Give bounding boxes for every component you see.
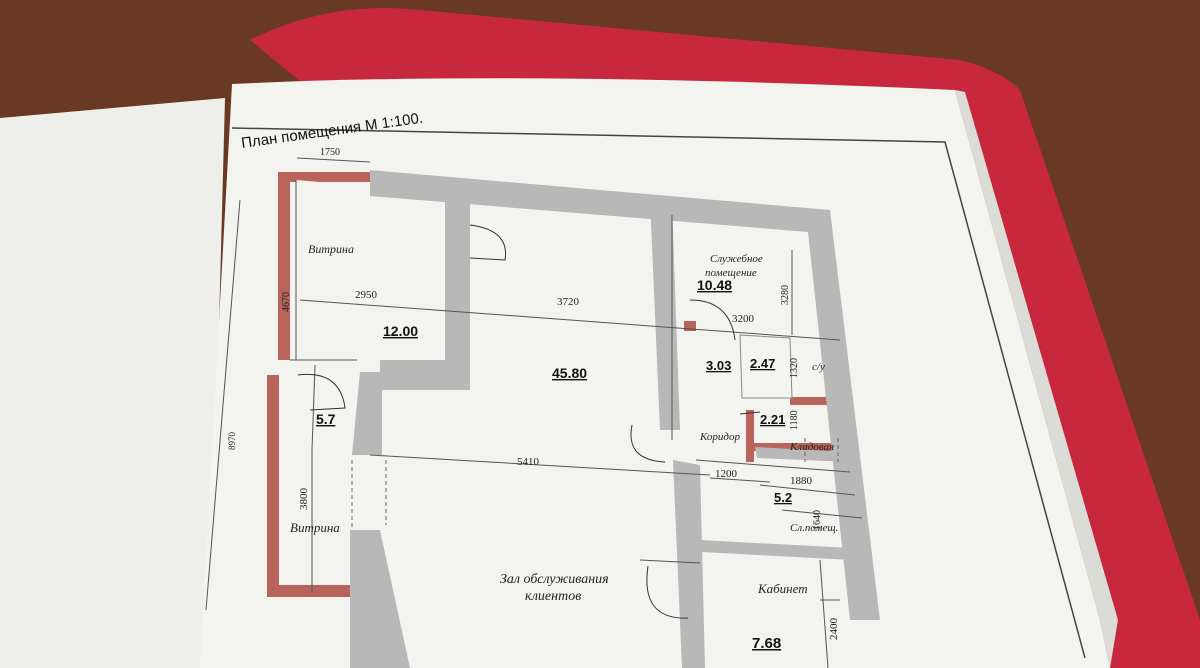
area-45-80: 45.80 [552, 365, 587, 381]
dim-3280: 3280 [780, 285, 791, 305]
area-10-48: 10.48 [697, 277, 732, 293]
area-2-47: 2.47 [750, 356, 775, 371]
dim-1320: 1320 [789, 358, 800, 378]
page-edge [955, 90, 1118, 668]
dim-1880: 1880 [790, 475, 813, 487]
door-swings [297, 224, 761, 619]
area-5-7: 5.7 [316, 411, 336, 427]
room-label-vitrina-bottom: Витрина [290, 520, 340, 535]
dim-3200: 3200 [732, 313, 755, 325]
room-label-zal-line1: Зал обслуживания [500, 572, 609, 587]
dim-8970: 8970 [227, 432, 237, 451]
dim-3800: 3800 [298, 488, 310, 511]
room-label-kladovaya: Кладовая [789, 441, 834, 453]
area-3-03: 3.03 [706, 358, 731, 373]
area-12-00: 12.00 [383, 323, 418, 339]
dim-1750: 1750 [320, 147, 340, 158]
area-2-21: 2.21 [760, 412, 785, 427]
dim-1180: 1180 [789, 410, 800, 430]
room-label-corridor: Коридор [699, 431, 740, 443]
room-label-sluzh-line2: помещение [705, 267, 757, 279]
dashed-lines [351, 438, 839, 530]
room-label-vitrina-top: Витрина [308, 242, 354, 256]
document-page [200, 78, 1110, 668]
room-label-kabinet: Кабинет [757, 581, 808, 596]
room-label-sluzh-line1: Служебное [710, 253, 763, 265]
dim-3720: 3720 [557, 296, 580, 308]
dim-1200: 1200 [715, 468, 738, 480]
dim-2950: 2950 [355, 289, 378, 301]
plan-lines [205, 157, 863, 668]
area-7-68: 7.68 [752, 635, 781, 652]
dim-5410: 5410 [517, 456, 540, 468]
dim-2400: 2400 [828, 618, 840, 641]
dim-4670: 4670 [281, 292, 292, 312]
room-label-zal-line2: клиентов [525, 589, 581, 604]
exterior-walls [267, 172, 840, 597]
drawing-frame [231, 127, 1086, 659]
interior-walls [296, 170, 880, 668]
area-5-2: 5.2 [774, 490, 792, 505]
dim-1640: 1640 [812, 510, 823, 530]
left-page [0, 98, 225, 668]
room-label-slpomesh: Сл.помещ. [790, 522, 838, 534]
room-label-su: с/у [812, 361, 825, 373]
